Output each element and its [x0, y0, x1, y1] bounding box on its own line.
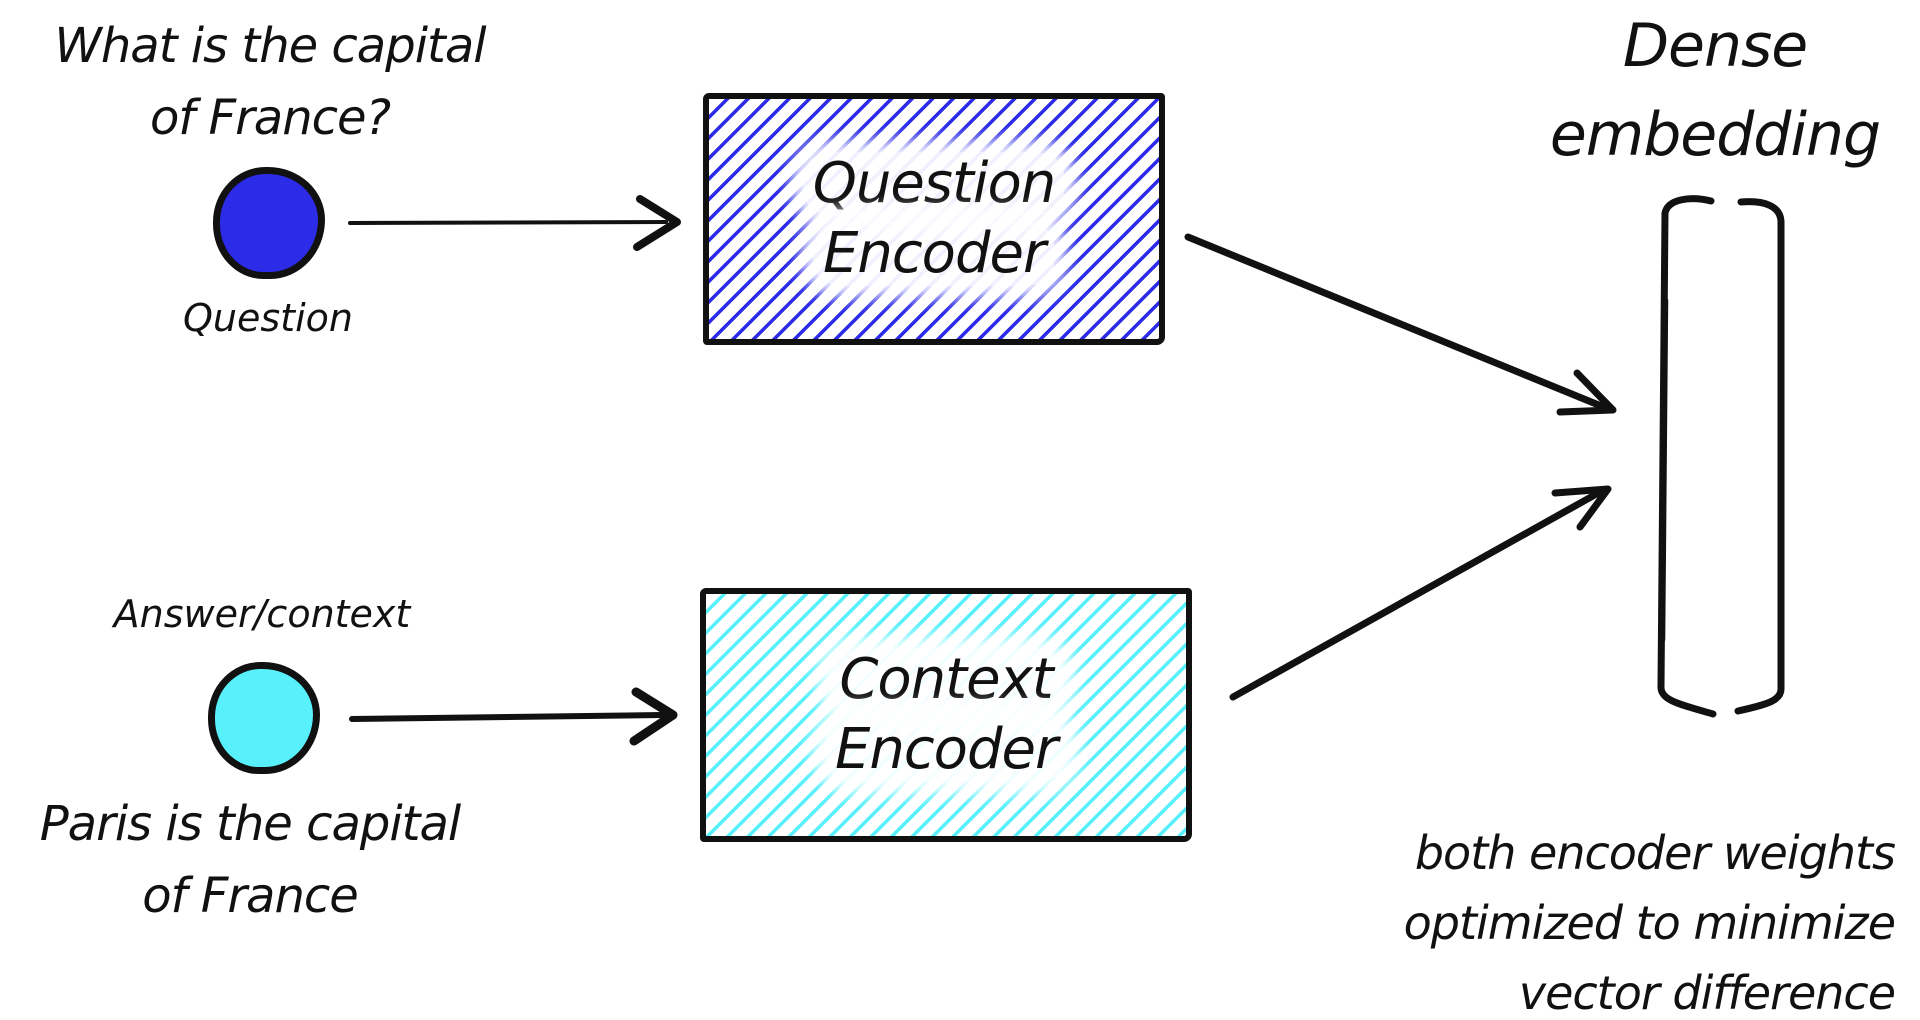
question-encoder-to-embedding-arrow: [1184, 233, 1617, 416]
context-circle-label: Answer/context: [113, 592, 411, 636]
dense-embedding-title-line1: Dense: [1622, 11, 1808, 81]
question-input-text: What is the capital of France?: [20, 10, 520, 154]
context-encoder-box: Context Encoder: [700, 588, 1192, 842]
question-encoder-label-line1: Question: [802, 151, 1066, 216]
context-to-encoder-arrow: [349, 687, 678, 746]
context-encoder-label-line1: Context: [829, 647, 1063, 712]
dense-embedding-title-line2: embedding: [1549, 100, 1881, 170]
question-to-encoder-arrow: [348, 195, 681, 251]
context-encoder-label-line2: Encoder: [825, 717, 1067, 783]
bracket-left-sketch-stroke: [1662, 298, 1669, 642]
question-input-text-line2: of France?: [149, 90, 391, 146]
optimization-note-line3: vector difference: [1518, 966, 1896, 1020]
dense-embedding-title: Dense embedding: [1495, 2, 1920, 180]
question-input-text-line1: What is the capital: [54, 18, 486, 74]
bracket-left: [1657, 195, 1717, 718]
question-encoder-box: Question Encoder: [703, 93, 1165, 345]
context-input-text: Paris is the capital of France: [0, 788, 500, 932]
context-circle-icon: [208, 662, 320, 774]
context-encoder-to-embedding-arrow: [1229, 485, 1612, 701]
question-circle-icon: [213, 167, 325, 279]
question-circle-label: Question: [183, 296, 353, 340]
context-input-text-line1: Paris is the capital: [39, 796, 462, 852]
optimization-note: both encoder weights optimized to minimi…: [1295, 818, 1896, 1020]
bracket-right: [1734, 198, 1785, 715]
embedding-vector-bracket: [1657, 195, 1785, 718]
question-encoder-label-line2: Encoder: [813, 221, 1055, 287]
optimization-note-line2: optimized to minimize: [1403, 896, 1896, 950]
context-input-text-line2: of France: [142, 868, 359, 924]
optimization-note-line1: both encoder weights: [1414, 826, 1896, 880]
